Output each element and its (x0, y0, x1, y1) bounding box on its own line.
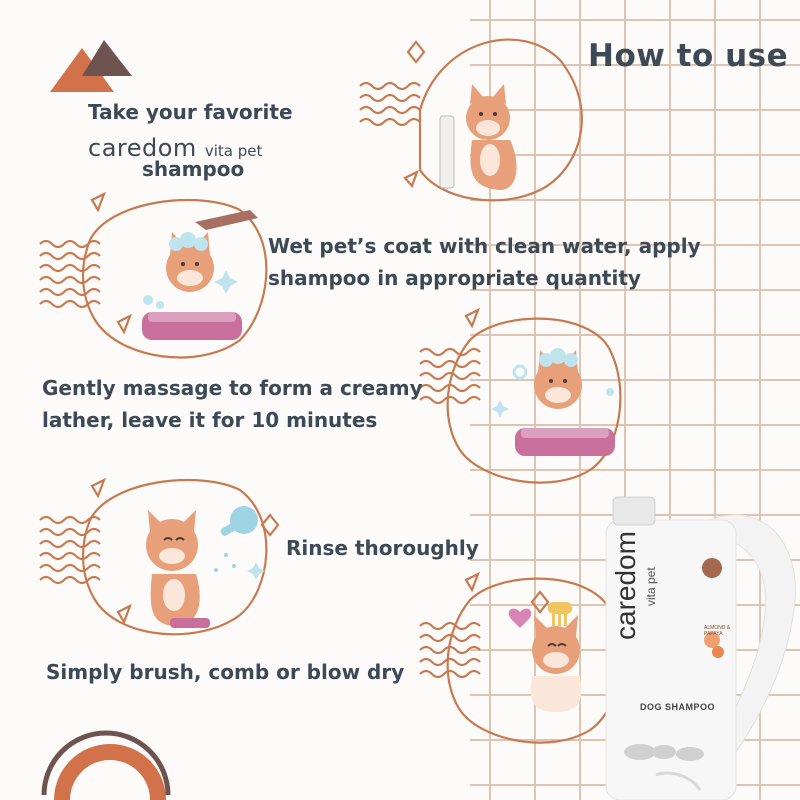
wave-lines (419, 347, 481, 405)
dog-icon-3 (512, 348, 615, 456)
wave-lines (39, 515, 101, 585)
product-sub-label: vita pet (644, 567, 658, 606)
arc-decoration-orange (54, 744, 166, 800)
product-name-label: DOG SHAMPOO (640, 702, 716, 712)
dog-icon-2 (142, 210, 258, 340)
blob-outline (446, 577, 622, 744)
wave-lines (359, 81, 421, 127)
wave-lines (419, 621, 481, 679)
brand-name: caredom (88, 134, 197, 162)
wave-lines (39, 239, 101, 309)
blob-outline (82, 478, 268, 636)
blob-outline (446, 317, 622, 484)
blob-outline (418, 38, 583, 202)
step-1-line-1: Take your favorite (88, 100, 293, 124)
step-2-text: Wet pet’s coat with clean water, apply s… (268, 230, 701, 294)
step-4-text: Rinse thoroughly (286, 536, 479, 560)
arc-decoration (41, 730, 171, 796)
brand-sub: vita pet (204, 142, 263, 160)
triangle-logo-icon-dark (82, 40, 132, 76)
step-2-line-2: shampoo in appropriate quantity (268, 266, 641, 290)
triangle-logo-icon (50, 48, 114, 92)
product-badge-label: ALMOND & PAPAYA (704, 625, 731, 637)
product-brand-label: caredom (610, 531, 641, 640)
dog-icon-5 (508, 602, 582, 712)
step-2-line-1: Wet pet’s coat with clean water, apply (268, 234, 701, 258)
step-1-text: Take your favorite (88, 100, 293, 124)
step-3-line-1: Gently massage to form a creamy (42, 376, 423, 400)
brand-logo: caredom vita pet (88, 134, 262, 162)
blob-outline (82, 198, 268, 359)
step-3-line-2: lather, leave it for 10 minutes (42, 408, 378, 432)
step-1-line-2: shampoo (142, 157, 245, 181)
dog-icon-1 (439, 84, 517, 190)
heart-icon (508, 608, 532, 628)
dog-icon-4 (146, 506, 258, 628)
step-5-text: Simply brush, comb or blow dry (46, 660, 405, 684)
page-title: How to use (588, 38, 789, 74)
step-3-text: Gently massage to form a creamy lather, … (42, 372, 423, 436)
